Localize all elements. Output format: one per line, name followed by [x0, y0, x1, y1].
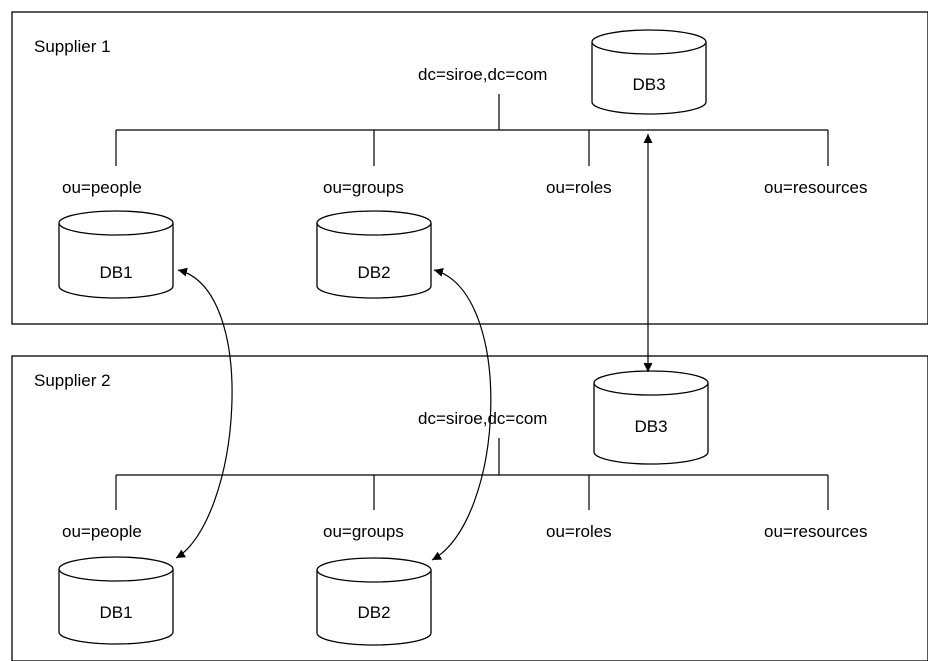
supplier1-db3-label: DB3 — [632, 75, 665, 94]
supplier1-db2-cylinder — [316, 210, 432, 299]
replication-arrows — [175, 134, 653, 561]
supplier2-frame — [11, 355, 928, 661]
supplier1-tree-lines — [115, 94, 829, 166]
supplier2-db2-label: DB2 — [357, 603, 390, 622]
db2-replication-arrow — [431, 268, 492, 561]
supplier1-root-label: dc=siroe,dc=com — [418, 65, 547, 84]
supplier1-db1-cylinder — [58, 210, 174, 299]
supplier2-label: Supplier 2 — [34, 371, 111, 390]
supplier2-branch-people: ou=people — [62, 522, 142, 541]
supplier1-frame — [11, 11, 928, 325]
supplier1-db1-label: DB1 — [99, 263, 132, 282]
supplier2-db2-cylinder — [316, 557, 432, 646]
supplier1-branch-groups: ou=groups — [323, 178, 404, 197]
supplier1-branch-roles: ou=roles — [546, 178, 612, 197]
supplier2-db1-cylinder — [58, 556, 174, 645]
supplier2-root-label: dc=siroe,dc=com — [418, 409, 547, 428]
supplier1-db2-label: DB2 — [357, 263, 390, 282]
supplier2-tree-lines — [115, 438, 829, 510]
supplier1-branch-resources: ou=resources — [764, 178, 867, 197]
supplier2-db3-cylinder — [593, 370, 709, 465]
supplier1-panel: Supplier 1 dc=siroe,dc=com ou=people ou=… — [11, 11, 928, 325]
db1-replication-arrow — [175, 267, 233, 559]
supplier2-branch-groups: ou=groups — [323, 522, 404, 541]
supplier2-db1-label: DB1 — [99, 603, 132, 622]
supplier2-db3-label: DB3 — [634, 417, 667, 436]
supplier2-panel: Supplier 2 dc=siroe,dc=com ou=people ou=… — [11, 355, 928, 661]
supplier1-branch-people: ou=people — [62, 178, 142, 197]
supplier2-branch-roles: ou=roles — [546, 522, 612, 541]
supplier1-db3-cylinder — [591, 29, 707, 115]
supplier2-branch-resources: ou=resources — [764, 522, 867, 541]
supplier1-label: Supplier 1 — [34, 37, 111, 56]
